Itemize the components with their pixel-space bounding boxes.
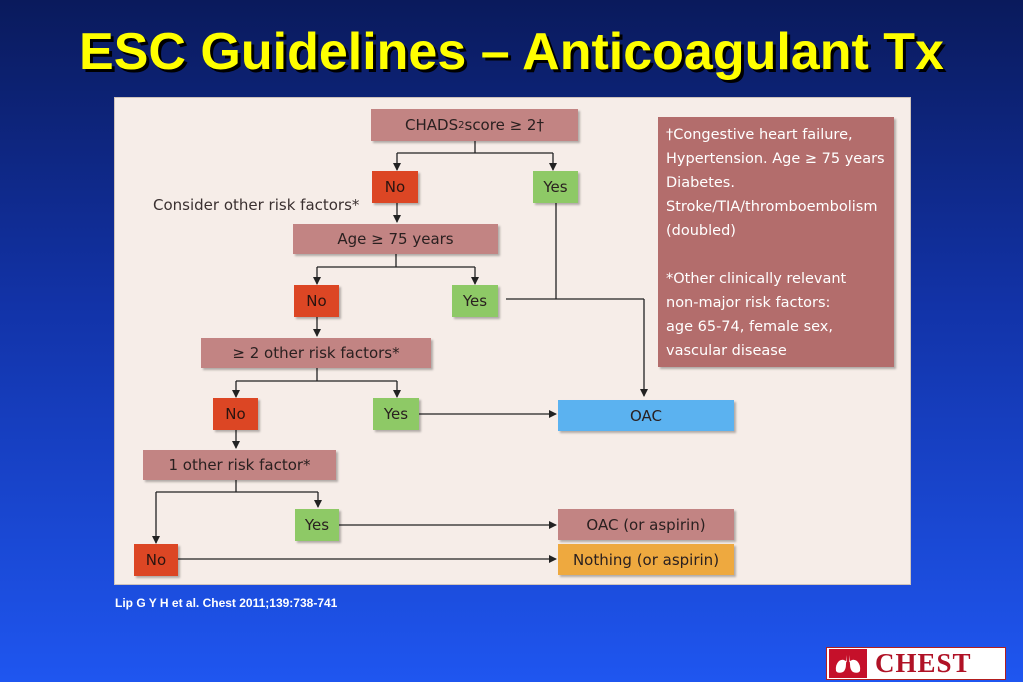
footnote-line: Stroke/TIA/thromboembolism <box>666 199 878 215</box>
footnote-line: Diabetes. <box>666 175 735 191</box>
footnote-line: (doubled) <box>666 223 736 239</box>
yes-box-2: Yes <box>452 285 498 317</box>
chads-threshold: score ≥ 2† <box>464 116 544 134</box>
slide-title: ESC Guidelines – Anticoagulant Tx <box>79 23 944 81</box>
yes-box-4: Yes <box>295 509 339 541</box>
no-box-1: No <box>372 171 418 203</box>
one-other-factor-box: 1 other risk factor* <box>143 450 336 480</box>
no-box-4: No <box>134 544 178 576</box>
lungs-icon <box>829 649 867 678</box>
no-box-3: No <box>213 398 258 430</box>
citation: Lip G Y H et al. Chest 2011;139:738-741 <box>115 596 338 610</box>
chest-logo-text: CHEST <box>875 648 972 678</box>
chest-logo: CHEST <box>826 647 1006 680</box>
footnote-line: age 65-74, female sex, <box>666 319 833 335</box>
age-box: Age ≥ 75 years <box>293 224 498 254</box>
yes-box-1: Yes <box>533 171 578 203</box>
footnote-line: Hypertension. Age ≥ 75 years <box>666 151 885 167</box>
two-other-factors-box: ≥ 2 other risk factors* <box>201 338 431 368</box>
no-box-2: No <box>294 285 339 317</box>
connector-other2 <box>236 368 397 382</box>
connector-age <box>317 254 475 268</box>
oac-or-aspirin-box: OAC (or aspirin) <box>558 509 734 540</box>
footnote-line: †Congestive heart failure, <box>666 127 853 143</box>
footnote-spacer <box>666 243 886 267</box>
connector-chads <box>397 141 553 154</box>
footnote-line: *Other clinically relevant <box>666 271 847 287</box>
chads-subscript: 2 <box>458 119 465 131</box>
oac-box: OAC <box>558 400 734 431</box>
flowchart-connectors <box>152 141 648 563</box>
nothing-or-aspirin-box: Nothing (or aspirin) <box>558 544 734 575</box>
yes-box-3: Yes <box>373 398 419 430</box>
footnote-line: non-major risk factors: <box>666 295 831 311</box>
chads-label: CHADS <box>405 116 459 134</box>
connector-one-factor <box>156 480 318 493</box>
footnote-box: †Congestive heart failure, Hypertension.… <box>658 117 894 367</box>
footnote-line: vascular disease <box>666 343 787 359</box>
consider-other-factors-label: Consider other risk factors* <box>153 196 360 214</box>
